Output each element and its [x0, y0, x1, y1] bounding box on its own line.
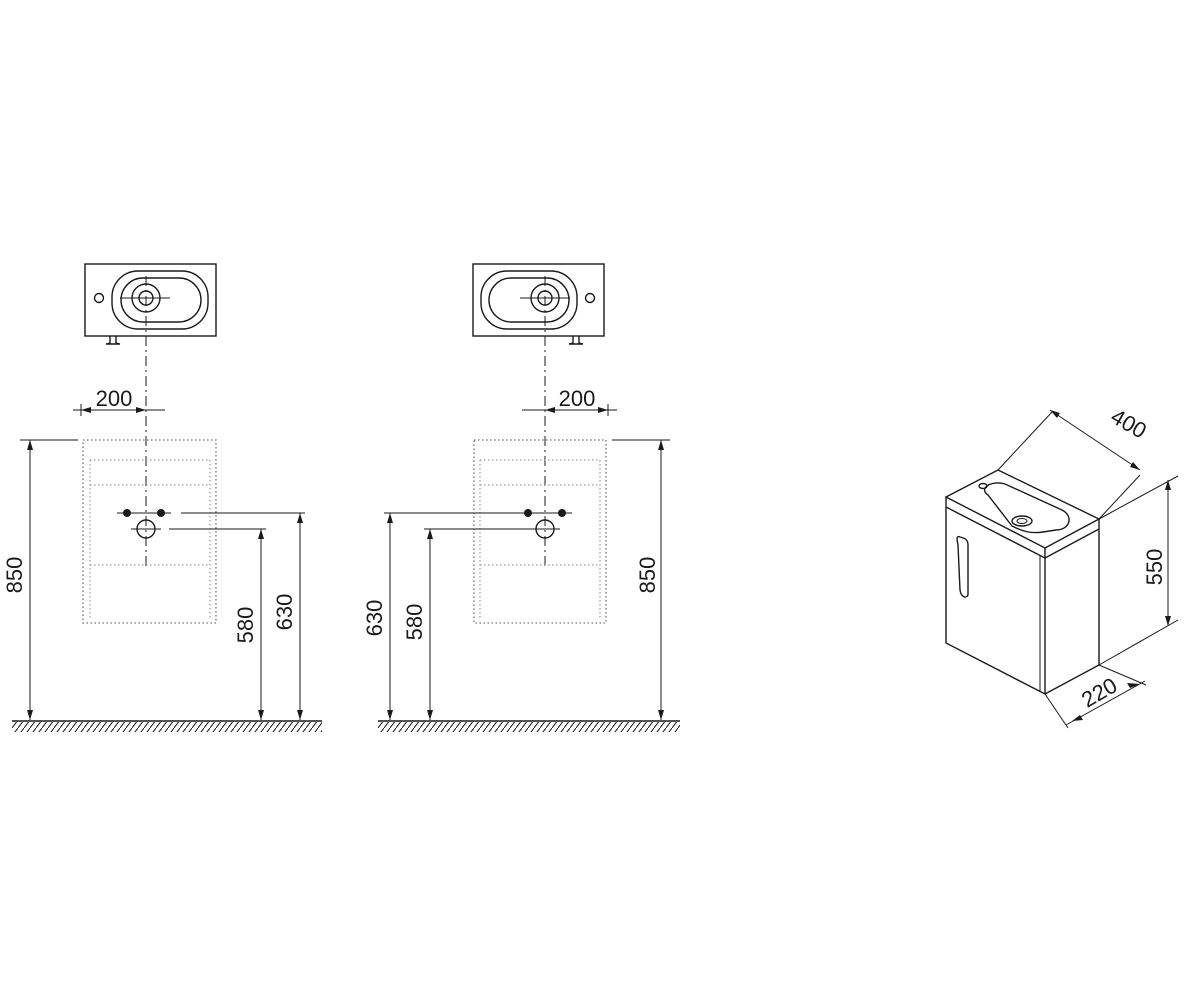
- left-total-height-dimension: 850: [2, 439, 78, 720]
- middle-dim-850-label: 850: [635, 557, 660, 594]
- middle-waste-height-dimension: 580: [402, 529, 433, 720]
- iso-depth-dimension: 220: [1044, 664, 1147, 729]
- middle-total-height-dimension: 850: [612, 439, 670, 720]
- left-water-connections: [117, 509, 305, 539]
- left-dim-630-label: 630: [272, 594, 297, 631]
- iso-basin-bowl: [978, 482, 1070, 534]
- left-dim-580-label: 580: [233, 607, 258, 644]
- iso-door-handle: [956, 535, 969, 598]
- middle-width-dimension: 200: [522, 386, 617, 416]
- left-supply-height-dimension: 630: [272, 513, 303, 720]
- left-waste-height-dimension: 580: [233, 529, 264, 720]
- middle-dim-580-label: 580: [402, 604, 427, 641]
- iso-dim-550-label: 550: [1142, 549, 1167, 586]
- left-view: 200 850: [2, 263, 322, 732]
- middle-cabinet-outline: [473, 439, 607, 624]
- iso-cabinet-body: [944, 469, 1101, 696]
- middle-water-connections: [384, 509, 572, 539]
- left-cabinet-outline: [82, 439, 217, 624]
- left-basin-top-view: [84, 263, 217, 345]
- middle-view: 200 630 580: [362, 263, 680, 732]
- isometric-view: 400 550 220: [944, 403, 1179, 729]
- middle-supply-height-dimension: 630: [362, 513, 393, 720]
- iso-dim-220-label: 220: [1077, 672, 1121, 712]
- left-width-dimension: 200: [73, 386, 165, 416]
- middle-dim-width-label: 200: [559, 386, 596, 411]
- iso-height-dimension: 550: [1098, 475, 1179, 666]
- iso-dim-400-label: 400: [1107, 403, 1151, 443]
- left-dim-850-label: 850: [2, 557, 27, 594]
- middle-basin-top-view: [472, 263, 605, 345]
- middle-dim-630-label: 630: [362, 600, 387, 637]
- left-dim-width-label: 200: [96, 386, 133, 411]
- left-floor-line: [12, 720, 322, 732]
- iso-width-dimension: 400: [997, 403, 1151, 520]
- middle-floor-line: [378, 720, 680, 732]
